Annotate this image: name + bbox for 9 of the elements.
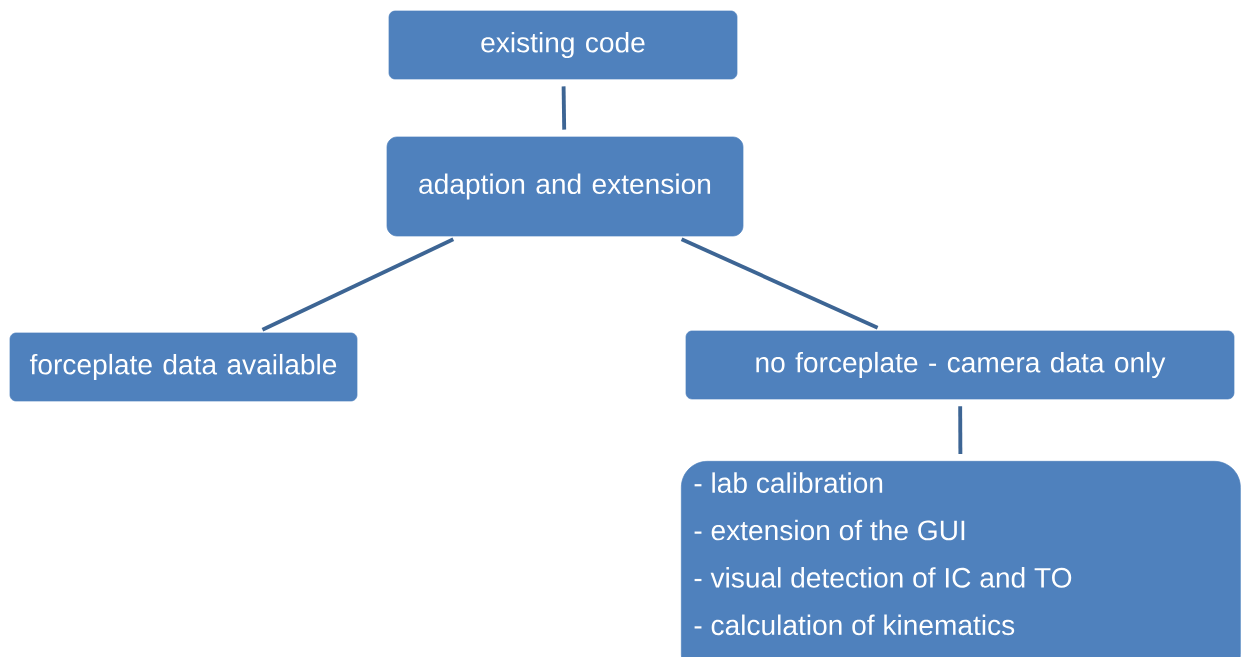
connector-line <box>261 237 455 332</box>
connector-line <box>958 406 963 454</box>
connector-line <box>680 237 879 330</box>
process-box: - lab calibration - extension of the GUI - visual detection of IC and TO - calculation of kinematics <box>681 461 1241 657</box>
process-box: no forceplate - camera data only <box>685 330 1235 400</box>
connector-line <box>561 86 567 130</box>
process-box: forceplate data available <box>9 332 358 402</box>
process-box: existing code <box>388 10 738 80</box>
process-box: adaption and extension <box>386 136 744 237</box>
